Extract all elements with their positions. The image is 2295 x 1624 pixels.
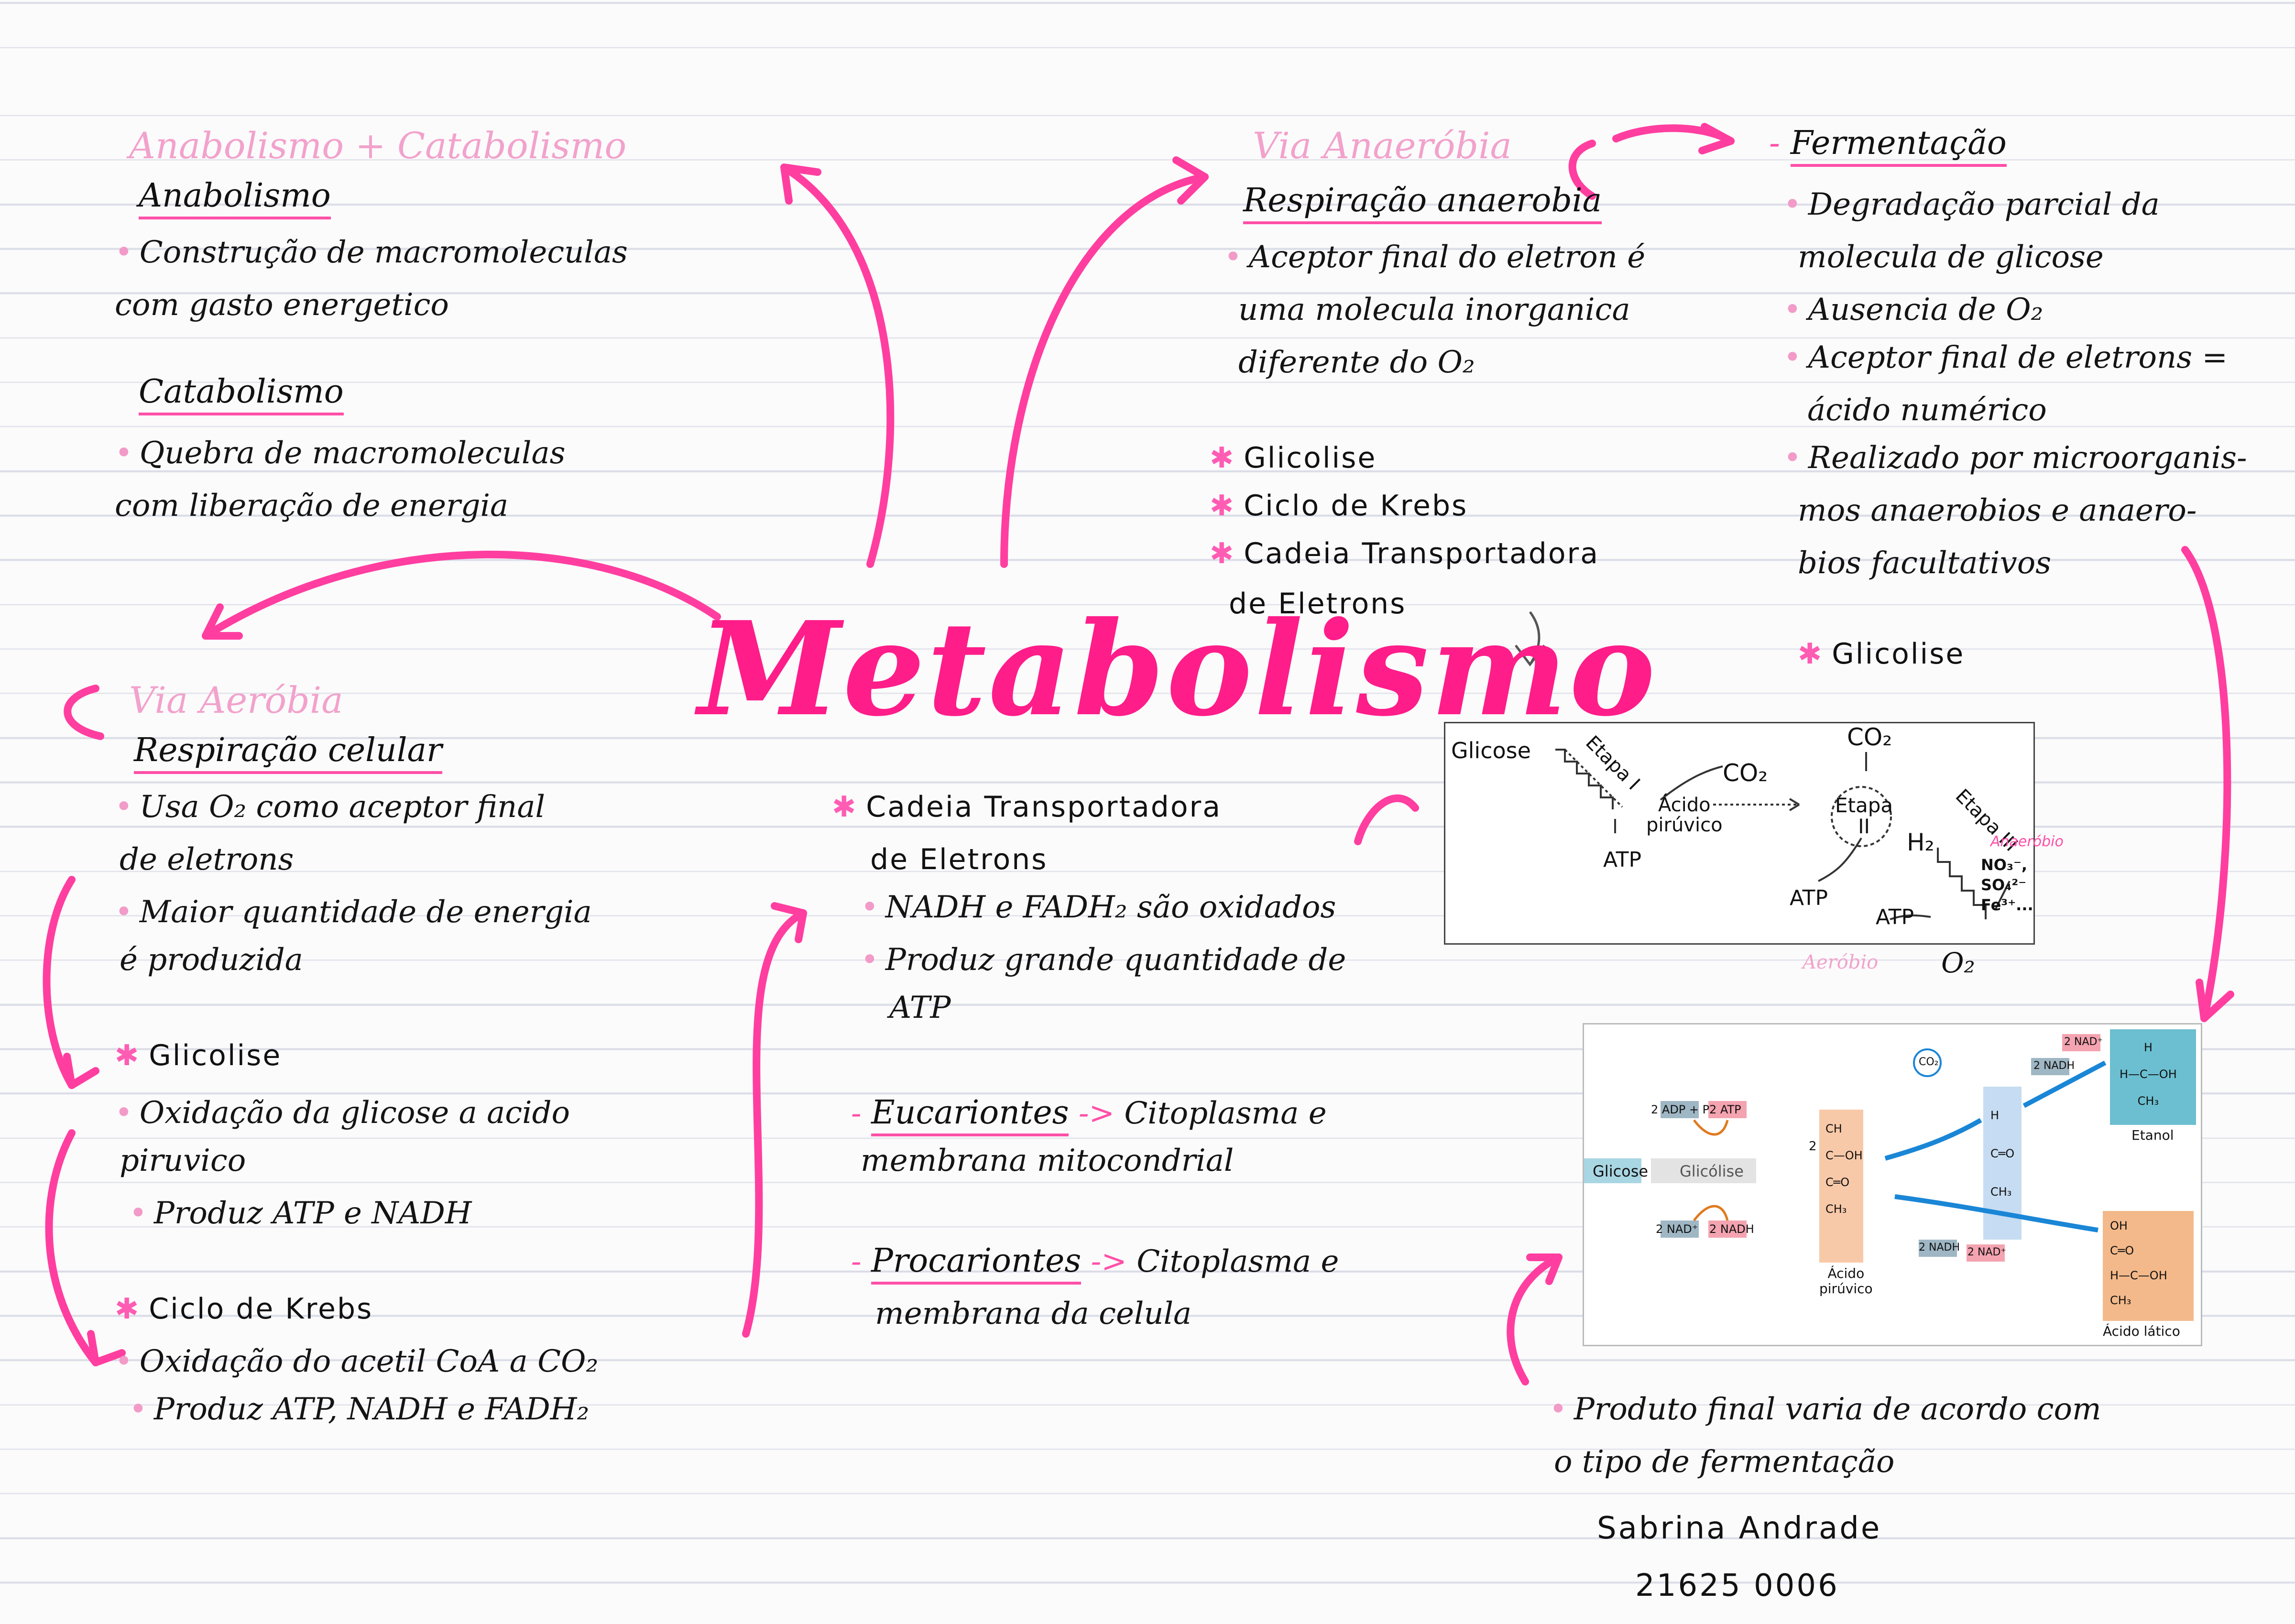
cadeia-heading: ✱Cadeia Transportadora — [832, 790, 1222, 824]
ferm-glicolise-label: Glicólise — [1680, 1162, 1744, 1180]
ferm-adp-label: 2 ADP + P — [1651, 1103, 1710, 1116]
fermentacao-final-note: •Produto final varia de acordo com — [1549, 1392, 2101, 1427]
fermentacao-final-note-2: o tipo de fermentação — [1554, 1444, 1895, 1480]
catabolismo-text: •Quebra de macromoleculas — [115, 436, 566, 471]
anaerobia-step-krebs: ✱Ciclo de Krebs — [1210, 489, 1468, 523]
aerobia-item-2: •Maior quantidade de energia — [115, 894, 592, 930]
krebs-heading: ✱Ciclo de Krebs — [115, 1292, 373, 1326]
resp-atp-3-label: ATP — [1876, 905, 1914, 929]
resp-glicose-label: Glicose — [1451, 738, 1531, 763]
fermentacao-item-4c: bios facultativos — [1798, 545, 2052, 581]
cadeia-item-2b: ATP — [889, 990, 951, 1025]
anabolismo-heading: Anabolismo — [139, 177, 331, 219]
catabolismo-heading: Catabolismo — [139, 373, 344, 415]
ferm-nad-label: 2 NAD⁺ — [1656, 1222, 1698, 1236]
respiration-diagram-shapes — [1555, 749, 2011, 920]
page-title: Metabolismo — [698, 593, 1658, 745]
fermentacao-item-4: •Realizado por microorganis- — [1783, 440, 2247, 476]
fermentation-diagram-shapes — [1584, 1029, 2196, 1321]
resp-co2-a-label: CO₂ — [1723, 759, 1768, 787]
fermentacao-item-2: •Ausencia de O₂ — [1783, 292, 2044, 327]
anabolismo-text: •Construção de macromoleculas — [115, 235, 628, 270]
resp-atp-2-label: ATP — [1790, 886, 1828, 910]
krebs-item-2: •Produz ATP, NADH e FADH₂ — [129, 1392, 590, 1427]
anaerobia-step-cadeia-2: de Eletrons — [1229, 587, 1407, 621]
fermentacao-item-4b: mos anaerobios e anaero- — [1798, 493, 2197, 528]
krebs-item-1: •Oxidação do acetil CoA a CO₂ — [115, 1344, 599, 1379]
procariontes-text-2: membrana da celula — [875, 1296, 1192, 1331]
ferm-glicose-label: Glicose — [1593, 1162, 1649, 1180]
fermentacao-heading: - Fermentação — [1769, 124, 2007, 167]
fermentation-diagram: Glicose Glicólise 2 ADP + P 2 ATP 2 NAD⁺… — [1583, 1023, 2202, 1346]
glicolise-item-2: •Produz ATP e NADH — [129, 1196, 472, 1231]
anaerobia-text-1: •Aceptor final do eletron é — [1224, 240, 1646, 275]
ferm-lactico-label: Ácido lático — [2103, 1323, 2180, 1339]
fermentacao-step-glicolise: ✱Glicolise — [1798, 637, 1965, 671]
anaerobia-text-3: diferente do O₂ — [1238, 345, 1475, 380]
signature-name: Sabrina Andrade — [1597, 1511, 1882, 1546]
resp-aerobio-label: Aeróbio — [1803, 951, 1879, 973]
anaerobia-text-2: uma molecula inorganica — [1238, 292, 1630, 327]
resp-o2-label: O₂ — [1941, 947, 1975, 979]
resp-ions-label: NO₃⁻, SO₄²⁻Fe³⁺... — [1981, 856, 2033, 914]
ferm-co2-label: CO₂ — [1919, 1056, 1939, 1068]
fermentacao-item-1: •Degradação parcial da — [1783, 187, 2160, 222]
glicolise-item-1b: piruvico — [120, 1143, 246, 1178]
fermentacao-item-3b: ácido numérico — [1807, 392, 2047, 428]
cadeia-item-1: •NADH e FADH₂ são oxidados — [861, 890, 1336, 925]
resp-anaerobio-label: Anaeróbio — [1990, 833, 2064, 850]
resp-atp-1-label: ATP — [1603, 848, 1642, 872]
cadeia-item-2: •Produz grande quantidade de — [861, 942, 1346, 978]
resp-co2-b-label: CO₂ — [1847, 723, 1892, 751]
fermentacao-item-3: •Aceptor final de eletrons = — [1783, 340, 2228, 375]
ferm-nad3-label: 2 NAD⁺ — [1967, 1246, 2007, 1258]
glicolise-heading: ✱Glicolise — [115, 1039, 282, 1072]
eucariontes-row: - Eucariontes -> Citoplasma e — [851, 1090, 1327, 1136]
ferm-atp-label: 2 ATP — [1709, 1103, 1741, 1116]
via-anaerobia-title: Via Anaeróbia — [1253, 124, 1512, 167]
resp-h2-label: H₂ — [1907, 828, 1934, 856]
anaerobia-step-glicolise: ✱Glicolise — [1210, 441, 1377, 475]
anabolismo-catabolismo-title: Anabolismo + Catabolismo — [129, 124, 627, 167]
ferm-nadh2-label: 2 NADH — [2033, 1060, 2075, 1072]
ferm-etanol-label: Etanol — [2131, 1127, 2174, 1143]
procariontes-row: - Procariontes -> Citoplasma e — [851, 1238, 1339, 1285]
anabolismo-text-2: com gasto energetico — [115, 287, 449, 323]
fermentacao-item-1b: molecula de glicose — [1798, 240, 2104, 275]
respiracao-celular-heading: Respiração celular — [134, 731, 442, 774]
ferm-num-2: 2 — [1809, 1139, 1817, 1154]
ferm-nadh-label: 2 NADH — [1709, 1222, 1754, 1236]
via-aerobia-title: Via Aeróbia — [129, 679, 343, 721]
aerobia-item-1b: de eletrons — [120, 842, 294, 877]
eucariontes-text-2: membrana mitocondrial — [861, 1143, 1234, 1178]
catabolismo-text-2: com liberação de energia — [115, 488, 509, 523]
anaerobia-step-cadeia: ✱Cadeia Transportadora — [1210, 537, 1599, 570]
ferm-nad2-label: 2 NAD⁺ — [2064, 1036, 2103, 1048]
ferm-nadh3-label: 2 NADH — [1919, 1242, 1960, 1253]
glicolise-item-1: •Oxidação da glicose a acido — [115, 1095, 570, 1131]
respiracao-anaerobia-heading: Respiração anaerobia — [1243, 182, 1602, 224]
cadeia-heading-2: de Eletrons — [870, 843, 1048, 876]
aerobia-item-2b: é produzida — [120, 942, 303, 978]
aerobia-item-1: •Usa O₂ como aceptor final — [115, 789, 545, 825]
signature-id: 21625 0006 — [1635, 1568, 1839, 1603]
